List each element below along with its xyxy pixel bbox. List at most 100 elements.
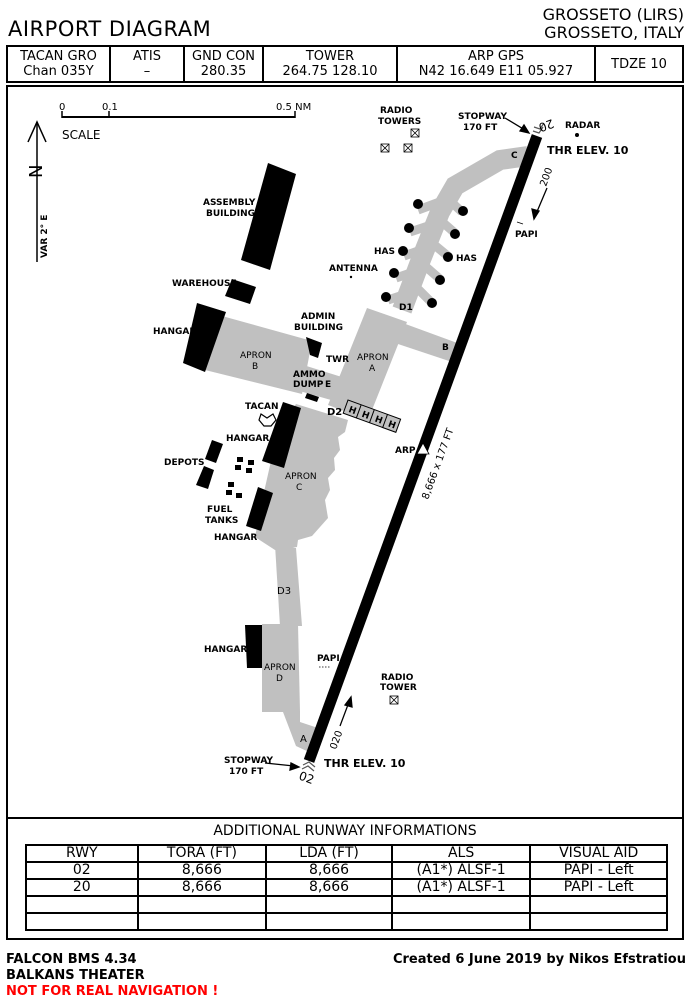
stopway-chevrons: [301, 122, 545, 772]
label: TANKS: [205, 516, 238, 526]
label: A: [369, 364, 376, 374]
buildings: [183, 133, 579, 668]
footer-version: FALCON BMS 4.34: [6, 952, 137, 967]
hangar-b: [183, 303, 226, 372]
apron-b: [205, 316, 312, 394]
label: APRON: [285, 472, 317, 482]
runway-info-title: ADDITIONAL RUNWAY INFORMATIONS: [213, 823, 477, 839]
cell-tora: 8,666: [136, 861, 268, 880]
table-row: 20 8,666 8,666 (A1*) ALSF-1 PAPI - Left: [25, 878, 668, 897]
label: HANGAR: [153, 327, 196, 337]
fuel-tank: [237, 457, 243, 462]
arp-triangle-icon: [416, 442, 430, 455]
atis-cell: ATIS–: [111, 47, 185, 81]
column-header: VISUAL AID: [529, 844, 668, 863]
cell-rwy: [25, 912, 139, 931]
helipad-label: H: [373, 415, 384, 427]
cell-visual-aid: [529, 895, 668, 914]
page-title: AIRPORT DIAGRAM: [8, 17, 212, 41]
label: WAREHOUSE: [172, 279, 237, 289]
radio-tower-icon: [410, 128, 420, 138]
heading-020-label: 020: [328, 729, 345, 751]
label: B: [442, 343, 449, 353]
warehouse: [225, 279, 256, 304]
ammo-dump: [305, 393, 319, 402]
depot-1: [205, 440, 223, 463]
radio-tower-icon: [403, 143, 413, 153]
heading-arrow-200: [535, 187, 548, 215]
fuel-tank: [248, 460, 254, 465]
label: FUEL: [207, 505, 233, 515]
has-shelters: [381, 199, 468, 308]
table-row: 02 8,666 8,666 (A1*) ALSF-1 PAPI - Left: [25, 861, 668, 880]
radio-tower-icon: [389, 695, 399, 705]
scale-bar: 0 0.1 0.5 NM SCALE: [59, 102, 311, 142]
cell-lda: [265, 895, 393, 914]
cell-lda: [265, 912, 393, 931]
frame-divider: [6, 817, 684, 819]
fuel-tank: [235, 465, 241, 470]
apron-a: [328, 308, 407, 420]
tower-value: 264.75 128.10: [282, 64, 378, 79]
label: E: [325, 380, 331, 390]
label: D2: [327, 407, 342, 418]
label: D1: [399, 303, 413, 313]
label: RADIO: [381, 673, 414, 683]
label: RADIO: [380, 106, 413, 116]
runway-20-label: 20: [537, 116, 556, 134]
radio-tower-icon: [380, 143, 390, 153]
arp-gps-value: N42 16.649 E11 05.927: [418, 64, 574, 79]
helipad-label: H: [360, 410, 371, 422]
scale-tick-0: 0: [59, 102, 65, 113]
column-header: ALS: [390, 844, 532, 863]
diagram-frame: [6, 85, 684, 940]
column-header: TORA (FT): [136, 844, 268, 863]
scale-tick-0-5: 0.5 NM: [276, 102, 311, 113]
cell-rwy: 02: [25, 861, 139, 880]
cell-tora: [136, 895, 268, 914]
stopway-arrow-bottom: [264, 762, 295, 767]
label: C: [296, 483, 302, 493]
apron-d: [262, 624, 300, 712]
label: STOPWAY: [458, 112, 507, 122]
footer-credit: Created 6 June 2019 by Nikos Efstratiou: [392, 952, 686, 967]
label: PAPI: [515, 230, 538, 240]
label: BUILDING: [294, 323, 343, 333]
tdze-label: TDZE 10: [611, 56, 667, 72]
fuel-tank: [246, 468, 252, 473]
hangar-c-south: [246, 487, 273, 531]
tacan-value: Chan 035Y: [23, 64, 94, 79]
label: TOWERS: [378, 117, 421, 127]
map-labels: RADIO TOWERS STOPWAY 170 FT 20 RADAR THR…: [153, 106, 629, 787]
cell-rwy: 20: [25, 878, 139, 897]
runway-info-table: RWY TORA (FT) LDA (FT) ALS VISUAL AID 02…: [25, 844, 668, 931]
fuel-tank: [226, 490, 232, 495]
label: APRON: [240, 351, 272, 361]
tacan-icon: [258, 413, 277, 427]
cell-visual-aid: [529, 912, 668, 931]
label: B: [252, 362, 258, 372]
cell-als: [390, 912, 532, 931]
cell-visual-aid: PAPI - Left: [529, 878, 668, 897]
table-row: [25, 912, 668, 931]
label: APRON: [357, 353, 389, 363]
scale-label: SCALE: [62, 128, 100, 142]
ground-value: 280.35: [200, 64, 247, 79]
label: BUILDING: [206, 209, 255, 219]
label: HAS: [456, 254, 477, 264]
cell-lda: 8,666: [265, 861, 393, 880]
depot-2: [196, 466, 214, 489]
cell-lda: 8,666: [265, 878, 393, 897]
label: STOPWAY: [224, 756, 273, 766]
label: ARP: [395, 446, 416, 456]
hangar-d: [245, 625, 262, 668]
airport-name: GROSSETO (LIRS): [542, 5, 684, 24]
label: HANGAR: [204, 645, 247, 655]
fuel-tank: [236, 493, 242, 498]
label: D: [276, 674, 283, 684]
label: HANGAR: [226, 434, 269, 444]
helipad-label: H: [347, 405, 358, 417]
